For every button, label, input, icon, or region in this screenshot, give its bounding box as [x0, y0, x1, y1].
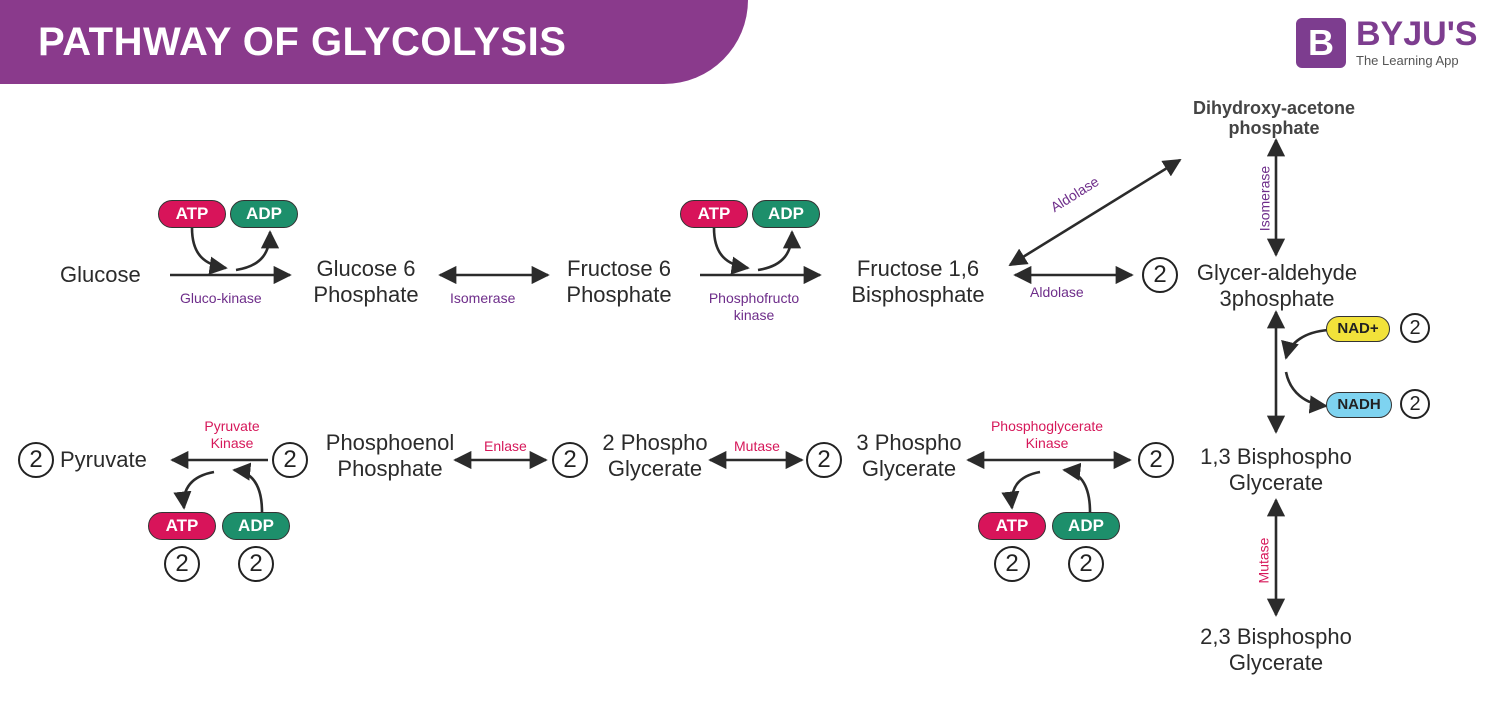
molecule-line-1: 1,3 Bisphospho: [1200, 444, 1352, 469]
curve-pgk-adp: [1062, 462, 1092, 513]
molecule-line-2: Phosphate: [313, 282, 419, 307]
molecule-line-2: phosphate: [1228, 118, 1320, 138]
count-circle: 2: [994, 546, 1030, 582]
enzyme-phosphoglycerate-kinase: Phosphoglycerate Kinase: [976, 418, 1118, 452]
enzyme-isomerase: Isomerase: [450, 290, 516, 306]
enzyme-line-2: Kinase: [1025, 435, 1069, 451]
molecule-line-1: Fructose 6: [567, 256, 671, 281]
enzyme-enolase: Enlase: [484, 438, 527, 454]
logo-mark-icon: B: [1296, 18, 1346, 68]
arrow-f16bp-dhap: [1008, 158, 1182, 267]
molecule-fructose-1-6-bisphosphate: Fructose 1,6 Bisphosphate: [832, 256, 1004, 308]
curve-nad-in: [1281, 328, 1329, 360]
count-circle: 2: [1142, 257, 1178, 293]
molecule-2-3-bisphosphoglycerate: 2,3 Bisphospho Glycerate: [1186, 624, 1366, 676]
nadh-badge: NADH: [1326, 392, 1392, 418]
adp-badge: ADP: [752, 200, 820, 228]
curve-pgk-atp: [1001, 470, 1041, 510]
enzyme-line-2: Kinase: [210, 435, 254, 451]
count-circle: 2: [1138, 442, 1174, 478]
page-title: PATHWAY OF GLYCOLYSIS: [38, 20, 567, 64]
molecule-line-1: Dihydroxy-acetone: [1192, 98, 1356, 118]
atp-badge: ATP: [148, 512, 216, 540]
molecule-dihydroxy-acetone-phosphate: Dihydroxy-acetone phosphate: [1168, 98, 1380, 138]
molecule-line-1: Phosphoenol: [325, 430, 455, 455]
adp-badge: ADP: [222, 512, 290, 540]
curve-pk-adp: [232, 462, 264, 513]
count-circle: 2: [1400, 389, 1430, 419]
curve-pk-atp: [173, 470, 215, 510]
molecule-pyruvate: Pyruvate: [60, 447, 147, 472]
molecule-line-2: Phosphate: [337, 456, 443, 481]
enzyme-line-1: Phosphofructo: [708, 290, 800, 306]
count-circle: 2: [552, 442, 588, 478]
enzyme-gluco-kinase: Gluco-kinase: [180, 290, 262, 306]
molecule-phosphoenol-phosphate: Phosphoenol Phosphate: [308, 430, 472, 482]
count-circle: 2: [238, 546, 274, 582]
molecule-2-phosphoglycerate: 2 Phospho Glycerate: [588, 430, 722, 482]
enzyme-mutase-vertical: Mutase: [1255, 537, 1272, 584]
molecule-line-2: Glycerate: [1228, 470, 1324, 495]
atp-badge: ATP: [158, 200, 226, 228]
enzyme-isomerase-vertical: Isomerase: [1256, 165, 1273, 232]
adp-badge: ADP: [230, 200, 298, 228]
enzyme-line-2: kinase: [733, 307, 775, 323]
molecule-line-2: Bisphosphate: [851, 282, 985, 307]
byjus-logo: B BYJU'S The Learning App: [1296, 15, 1486, 74]
molecule-line-2: Glycerate: [1228, 650, 1324, 675]
molecule-3-phosphoglycerate: 3 Phospho Glycerate: [842, 430, 976, 482]
enzyme-line-1: Pyruvate: [204, 418, 260, 434]
count-circle: 2: [164, 546, 200, 582]
logo-tagline: The Learning App: [1356, 53, 1459, 68]
curve-pfk-atp: [712, 227, 750, 275]
enzyme-pyruvate-kinase: Pyruvate Kinase: [192, 418, 272, 452]
molecule-line-1: Fructose 1,6: [856, 256, 980, 281]
molecule-line-2: Glycerate: [607, 456, 703, 481]
count-circle: 2: [272, 442, 308, 478]
atp-badge: ATP: [680, 200, 748, 228]
molecule-glucose-6-phosphate: Glucose 6 Phosphate: [300, 256, 432, 308]
enzyme-mutase: Mutase: [734, 438, 780, 454]
molecule-glucose: Glucose: [60, 262, 141, 287]
curve-pfk-adp: [757, 230, 802, 272]
molecule-fructose-6-phosphate: Fructose 6 Phosphate: [552, 256, 686, 308]
molecule-line-1: 3 Phospho: [856, 430, 962, 455]
nad-plus-badge: NAD+: [1326, 316, 1390, 342]
count-circle: 2: [1400, 313, 1430, 343]
enzyme-line-1: Phosphoglycerate: [990, 418, 1104, 434]
title-banner: PATHWAY OF GLYCOLYSIS: [0, 0, 748, 84]
count-circle: 2: [1068, 546, 1104, 582]
molecule-glyceraldehyde-3-phosphate: Glycer-aldehyde 3phosphate: [1192, 260, 1362, 312]
molecule-line-1: Glucose 6: [316, 256, 416, 281]
curve-glucokinase-atp: [190, 227, 228, 275]
logo-name: BYJU'S: [1356, 15, 1478, 53]
curve-glucokinase-adp: [235, 230, 280, 272]
molecule-line-1: Glycer-aldehyde: [1196, 260, 1358, 285]
count-circle: 2: [18, 442, 54, 478]
molecule-line-2: Glycerate: [861, 456, 957, 481]
curve-nadh-out: [1284, 371, 1328, 414]
molecule-line-2: 3phosphate: [1219, 286, 1335, 311]
atp-badge: ATP: [978, 512, 1046, 540]
molecule-line-2: Phosphate: [566, 282, 672, 307]
molecule-1-3-bisphosphoglycerate: 1,3 Bisphospho Glycerate: [1186, 444, 1366, 496]
enzyme-aldolase: Aldolase: [1030, 284, 1084, 300]
molecule-line-1: 2 Phospho: [602, 430, 708, 455]
adp-badge: ADP: [1052, 512, 1120, 540]
count-circle: 2: [806, 442, 842, 478]
molecule-line-1: 2,3 Bisphospho: [1200, 624, 1352, 649]
enzyme-phosphofructokinase: Phosphofructo kinase: [704, 290, 804, 324]
